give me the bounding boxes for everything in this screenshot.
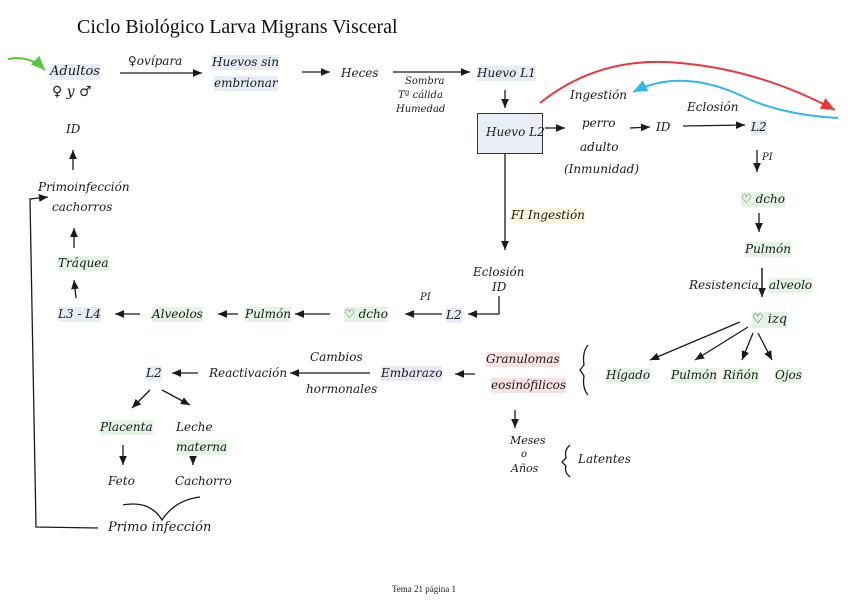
node-rinon: Riñón xyxy=(723,368,759,383)
node-feto: Feto xyxy=(108,474,135,488)
node-l3-l4: L3 - L4 xyxy=(58,307,101,322)
page-title: Ciclo Biológico Larva Migrans Visceral xyxy=(77,16,398,38)
node-embarazo: Embarazo xyxy=(381,366,443,381)
node-anos: Años xyxy=(511,462,539,475)
label-foviparo: ♀ovípara xyxy=(128,54,183,68)
node-eclosion-mid: Eclosión xyxy=(473,265,525,279)
arrow-to-higado xyxy=(649,321,741,361)
node-primoinfeccion-cachorros-2: cachorros xyxy=(52,200,113,214)
arrow-id-l2 xyxy=(682,121,746,130)
label-fi-ingestion: FI Ingestión xyxy=(511,208,585,223)
brace-latentes xyxy=(561,444,571,478)
node-higado: Hígado xyxy=(606,368,651,383)
node-o: o xyxy=(521,449,528,460)
node-perro: perro xyxy=(582,116,616,130)
label-humedad: Humedad xyxy=(396,104,446,115)
node-id-top: ID xyxy=(66,122,81,136)
loop-primo-back xyxy=(29,194,99,529)
node-pulmon-right: Pulmón xyxy=(745,242,791,257)
node-leche: Leche xyxy=(176,420,213,434)
arrow-id-l2mid xyxy=(468,296,500,318)
node-id-right: ID xyxy=(656,120,671,134)
node-huevo-l2-box: Huevo L2 xyxy=(477,113,545,154)
node-l2-low: L2 xyxy=(146,366,162,381)
arrow-l2-placenta xyxy=(131,389,151,409)
node-id-mid: ID xyxy=(492,280,507,294)
node-primoinfeccion-cachorros-1: Primoinfección xyxy=(38,180,130,194)
node-l2-mid: L2 xyxy=(446,308,462,323)
node-granulomas-2: eosinófilicos xyxy=(491,378,567,393)
node-corazon-dcho-mid: ♡ dcho xyxy=(344,307,388,322)
node-reactivacion: Reactivación xyxy=(209,366,288,380)
node-corazon-izq: ♡ izq xyxy=(752,312,788,329)
node-materna: materna xyxy=(176,440,228,455)
node-traquea: Tráquea xyxy=(58,256,109,271)
arrow-l2-leche xyxy=(161,389,191,406)
blue-curve xyxy=(632,79,839,119)
node-huevos-1: Huevos sin xyxy=(212,55,279,70)
page-footer: Tema 21 página 1 xyxy=(391,584,457,594)
red-curve xyxy=(539,60,836,111)
label-pi-mid: PI xyxy=(420,292,431,303)
arrow-to-pulmon xyxy=(694,326,749,361)
node-primo-infeccion-bottom: Primo infección xyxy=(108,520,212,535)
node-pulmon-mid: Pulmón xyxy=(245,307,291,322)
label-eclosion-top: Eclosión xyxy=(687,100,739,114)
node-pulmon-organ: Pulmón xyxy=(671,368,717,383)
node-sexes: ♀ y ♂ xyxy=(52,84,92,100)
node-huevo-l1: Huevo L1 xyxy=(477,66,536,81)
node-alveolos: Alveolos xyxy=(152,307,203,322)
arrow-to-ojos xyxy=(757,332,773,361)
node-granulomas-1: Granulomas xyxy=(486,352,560,367)
green-entry-arrow xyxy=(7,55,46,71)
label-temperatura: Tª cálida xyxy=(398,90,443,101)
label-cambios: Cambios xyxy=(310,350,363,364)
arrow-l3l4-traquea xyxy=(71,279,79,299)
label-resistencia: Resistencia xyxy=(689,278,759,292)
node-placenta: Placenta xyxy=(100,420,153,435)
curly-feto-cachorro xyxy=(122,496,201,522)
node-corazon-dcho-right: ♡ dcho xyxy=(741,192,785,207)
node-meses: Meses xyxy=(510,434,546,447)
node-inmunidad: (Inmunidad) xyxy=(564,162,640,176)
node-huevos-2: embrionar xyxy=(214,76,278,91)
node-ojos: Ojos xyxy=(775,368,802,383)
node-adultos: Adultos xyxy=(50,64,100,81)
label-alveolo: alveolo xyxy=(769,278,813,293)
node-heces: Heces xyxy=(341,66,379,80)
arrow-to-rinon xyxy=(741,332,754,361)
label-hormonales: hormonales xyxy=(306,382,378,396)
node-adulto: adulto xyxy=(580,140,619,154)
brace-granulomas xyxy=(579,344,589,396)
arrow-perro-id xyxy=(629,123,651,132)
label-sombra: Sombra xyxy=(405,76,445,87)
node-ingestion: Ingestión xyxy=(570,88,628,102)
node-l2-right: L2 xyxy=(751,120,767,135)
node-cachorro: Cachorro xyxy=(175,474,232,488)
label-pi-right: PI xyxy=(762,152,773,163)
node-huevo-l2: Huevo L2 xyxy=(486,125,545,139)
label-latentes: Latentes xyxy=(578,452,631,466)
